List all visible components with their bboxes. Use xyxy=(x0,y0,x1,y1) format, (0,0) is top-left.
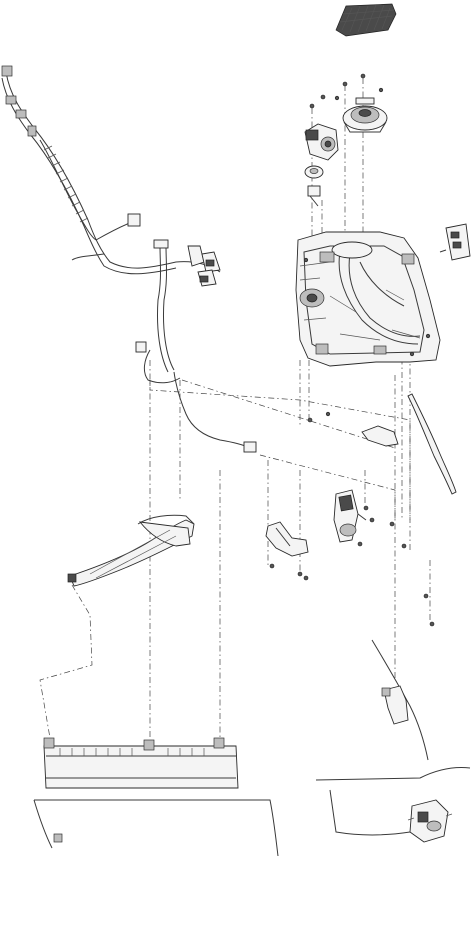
latch-rod xyxy=(371,639,429,761)
speaker xyxy=(342,97,388,133)
door-inner-panel xyxy=(295,231,441,367)
door-handle-assembly xyxy=(333,489,375,547)
lock-actuator xyxy=(315,767,471,843)
alignment-leader-lines xyxy=(39,78,431,740)
window-regulator-motor xyxy=(304,123,339,207)
vent-grille xyxy=(335,3,397,37)
armrest-bracket xyxy=(67,514,195,587)
wiring-harness xyxy=(1,65,257,453)
fasteners xyxy=(309,73,384,109)
door-weatherstrip xyxy=(389,393,457,627)
lower-trim-rail xyxy=(33,737,279,857)
door-lock-switch xyxy=(439,223,471,261)
mounting-bracket xyxy=(265,411,399,581)
